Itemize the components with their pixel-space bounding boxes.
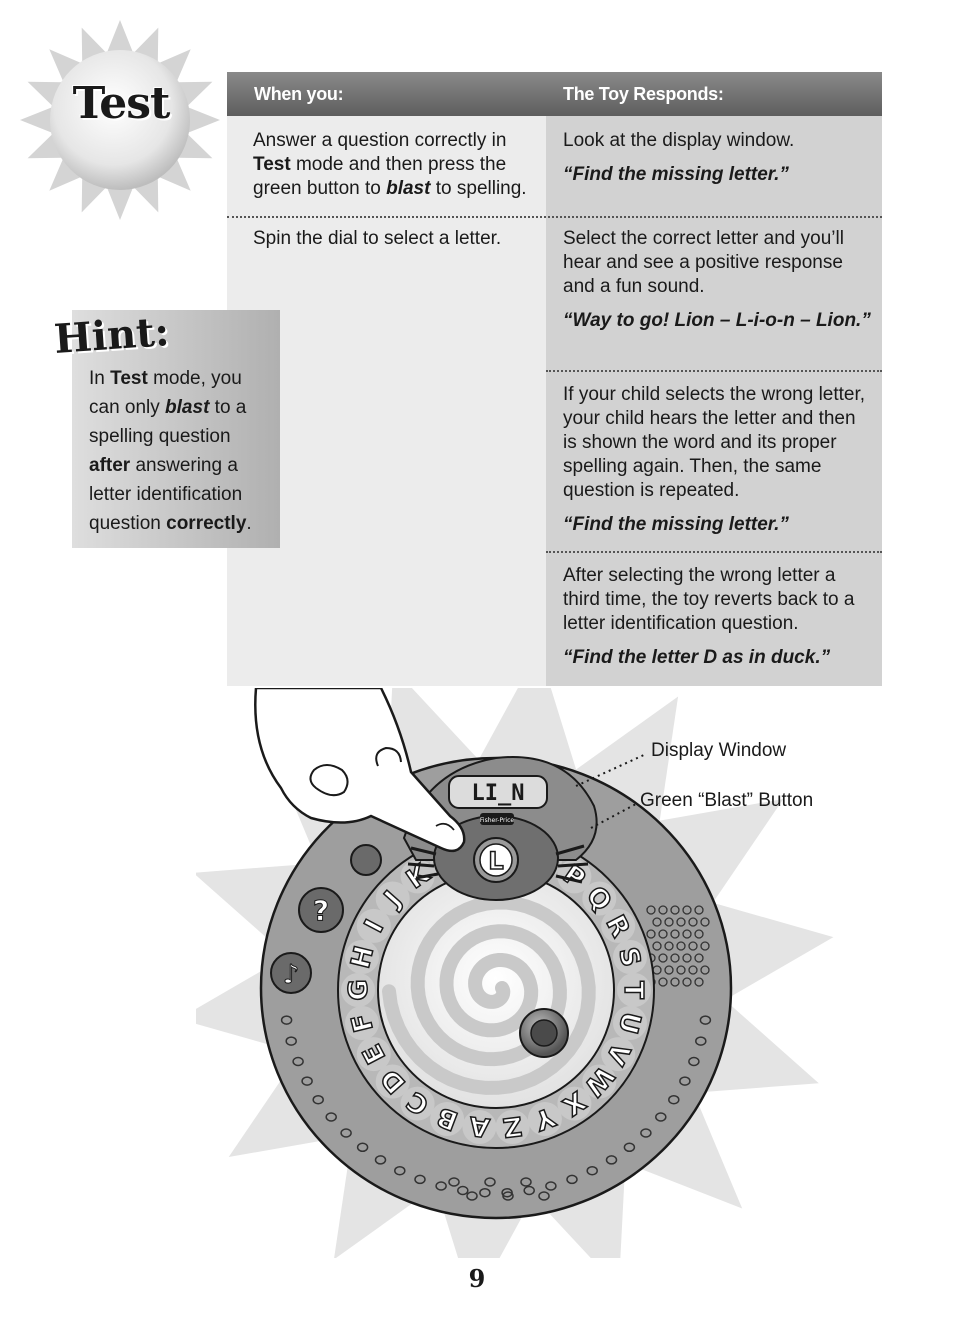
hint-box <box>72 310 280 548</box>
rim-decoration <box>280 1015 712 1201</box>
svg-text:♪: ♪ <box>283 960 300 990</box>
table-header: When you: The Toy Responds: <box>227 72 882 116</box>
display-text: LI_N <box>472 781 525 806</box>
section-title: Test <box>72 78 171 129</box>
dial-letter[interactable]: S <box>611 940 647 974</box>
response-quote: “Way to go! Lion – L-i-o-n – Lion.” <box>563 310 871 331</box>
header-responds: The Toy Responds: <box>563 84 724 104</box>
callout-blast-button: Green “Blast” Button <box>640 790 814 811</box>
sunburst-icon <box>20 20 220 220</box>
dial-letter[interactable]: Y <box>527 1100 562 1137</box>
response-divider <box>546 370 882 372</box>
row-1-response: Look at the display window. “Find the mi… <box>563 129 873 187</box>
when-column <box>227 116 546 686</box>
brand-logo <box>480 813 514 825</box>
question-button-icon <box>298 887 344 933</box>
response-quote: “Find the missing letter.” <box>563 514 789 535</box>
dial-letter[interactable]: U <box>611 1006 647 1040</box>
response-column <box>546 116 882 686</box>
small-button-icon <box>350 844 382 876</box>
hand-illustration <box>254 688 466 853</box>
svg-text:A: A <box>468 1110 492 1142</box>
dial-letter[interactable]: J <box>375 881 410 916</box>
dial-letter[interactable]: H <box>345 940 381 974</box>
callout-display-window: Display Window <box>651 740 787 761</box>
svg-text:Fisher-Price: Fisher-Price <box>480 817 514 824</box>
test-sunburst-badge <box>20 18 230 228</box>
row-1-when: Answer a question correctly in Test mode… <box>253 130 527 199</box>
dial-letter[interactable]: C <box>400 1084 435 1121</box>
page-number: 9 <box>468 1264 486 1293</box>
row-2-when: Spin the dial to select a letter. <box>253 228 502 249</box>
svg-text:S: S <box>612 945 646 970</box>
row-2-response-3: After selecting the wrong letter a third… <box>563 564 873 670</box>
row-2-response-2: If your child selects the wrong letter, … <box>563 383 873 537</box>
svg-text:Z: Z <box>501 1110 523 1142</box>
svg-text:T: T <box>618 981 648 999</box>
callout-line-blast <box>590 803 637 829</box>
dial-letter[interactable]: T <box>617 973 651 1007</box>
dial-letter[interactable]: Z <box>495 1109 530 1144</box>
response-divider <box>546 551 882 553</box>
music-button-icon <box>270 952 312 994</box>
button-letter: L <box>488 847 503 875</box>
dial-letter[interactable]: I <box>356 908 391 943</box>
hint-text: In Test mode, you can only blast to a sp… <box>89 368 252 534</box>
svg-text:?: ? <box>313 894 329 927</box>
row-2-response-1: Select the correct letter and you’ll hea… <box>563 227 873 333</box>
instruction-table: When you: The Toy Responds: Answer a que… <box>227 72 882 686</box>
toy-illustration: ? ♪ ABCDEFGHIJKLMNOPQRSTUVWXYZ LI_N Fish… <box>196 688 834 1258</box>
hint-title: Hint: <box>52 308 171 363</box>
dial-letter[interactable]: A <box>462 1109 497 1144</box>
dial-letter[interactable]: B <box>430 1100 465 1136</box>
press-action-icon <box>407 844 589 884</box>
header-when: When you: <box>254 84 344 104</box>
svg-text:G: G <box>344 979 374 1000</box>
dial-letter[interactable]: G <box>341 973 375 1007</box>
response-quote: “Find the letter D as in duck.” <box>563 647 831 668</box>
callout-line-display <box>575 753 647 787</box>
dial-letter[interactable]: F <box>345 1006 380 1040</box>
row-divider <box>227 216 882 218</box>
dial-letter[interactable]: E <box>357 1037 393 1072</box>
response-quote: “Find the missing letter.” <box>563 164 789 185</box>
display-window <box>448 775 548 809</box>
